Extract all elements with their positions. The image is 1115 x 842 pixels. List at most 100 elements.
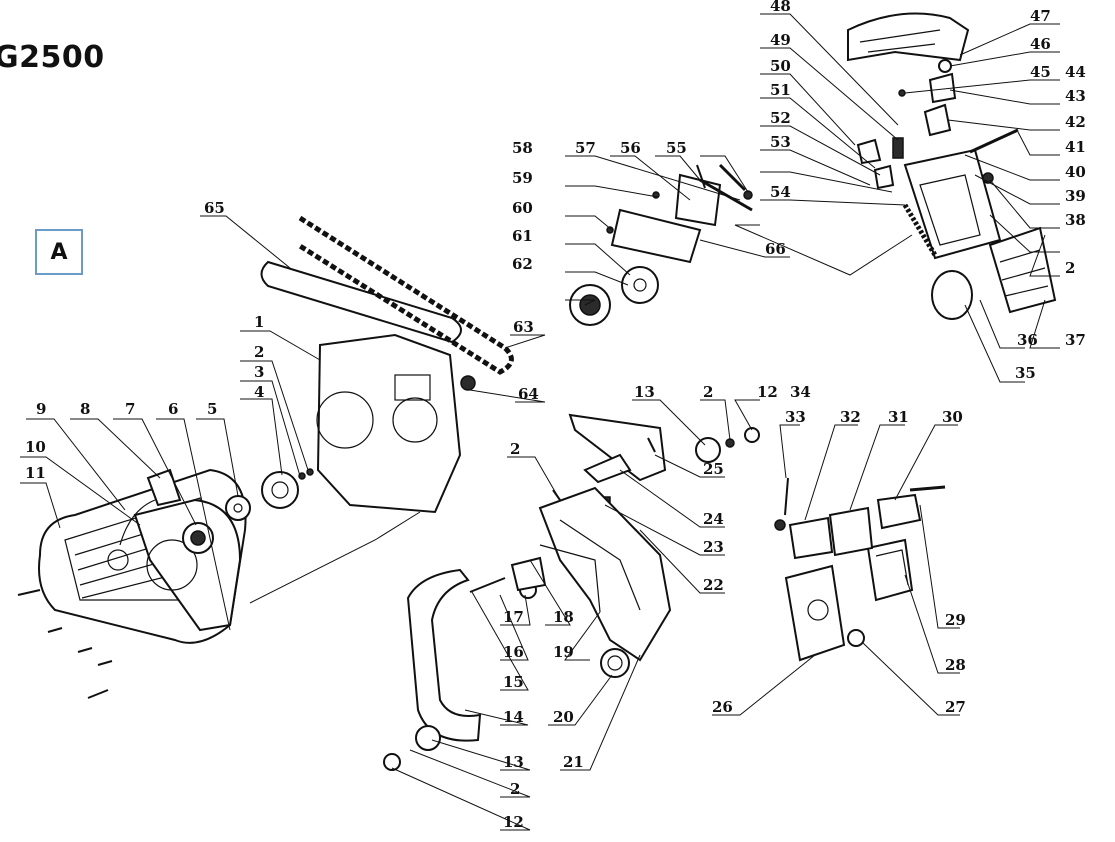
washer: [225, 495, 251, 521]
callout-2-middle-top: 2: [703, 383, 713, 401]
callout-63: 63: [513, 318, 534, 336]
callout-6: 6: [168, 400, 178, 418]
callout-22: 22: [703, 576, 724, 594]
callout-58: 58: [512, 139, 533, 157]
callout-54: 54: [770, 183, 791, 201]
part-drawings: [17, 12, 1057, 771]
callout-11: 11: [25, 464, 46, 482]
clutch-drum: [261, 471, 299, 509]
callout-29: 29: [945, 611, 966, 629]
carburetor: [828, 506, 874, 557]
callout-13: 13: [634, 383, 655, 401]
callout-64: 64: [518, 385, 539, 403]
callout-7: 7: [125, 400, 135, 418]
callout-19: 19: [553, 643, 574, 661]
callout-43: 43: [1065, 87, 1086, 105]
bar-cover: [568, 413, 667, 482]
callout-61: 61: [512, 227, 533, 245]
sprocket: [460, 375, 476, 391]
callout-60: 60: [512, 199, 533, 217]
callout-32: 32: [840, 408, 861, 426]
chain-brake-plate: [610, 208, 702, 264]
callout-57: 57: [575, 139, 596, 157]
callout-49: 49: [770, 31, 791, 49]
brake-cover: [674, 173, 722, 227]
callout-14: 14: [503, 708, 524, 726]
callout-59: 59: [512, 169, 533, 187]
main-housing: [316, 333, 462, 514]
leader-lines: [20, 13, 1060, 831]
callout-20: 20: [553, 708, 574, 726]
callout-40: 40: [1065, 163, 1086, 181]
callout-51: 51: [770, 81, 791, 99]
callout-25: 25: [703, 460, 724, 478]
callout-35: 35: [1015, 364, 1036, 382]
callout-46: 46: [1030, 35, 1051, 53]
filter-cover: [784, 564, 846, 662]
callout-17: 17: [503, 608, 524, 626]
callout-37: 37: [1065, 331, 1086, 349]
clamp-ring: [931, 270, 973, 320]
callout-26: 26: [712, 698, 733, 716]
rear-cover: [988, 226, 1057, 314]
callout-27: 27: [945, 698, 966, 716]
callout-38: 38: [1065, 211, 1086, 229]
callout-47: 47: [1030, 7, 1051, 25]
callout-9: 9: [36, 400, 46, 418]
callout-48: 48: [770, 0, 791, 15]
callout-24: 24: [703, 510, 724, 528]
callout-65: 65: [204, 199, 225, 217]
model-title: G2500: [0, 40, 105, 75]
callout-2-bottom: 2: [510, 780, 520, 798]
callout-1: 1: [254, 313, 264, 331]
callout-53: 53: [770, 133, 791, 151]
callout-41: 41: [1065, 138, 1086, 156]
callout-2: 2: [254, 343, 264, 361]
saw-chain: [298, 215, 514, 375]
top-handle: [847, 12, 970, 62]
callout-16: 16: [503, 643, 524, 661]
view-label-box: A: [35, 229, 83, 275]
callout-52: 52: [770, 109, 791, 127]
clutch: [621, 266, 659, 304]
callout-34: 34: [790, 383, 811, 401]
callout-3: 3: [254, 363, 264, 381]
callout-28: 28: [945, 656, 966, 674]
callout-55: 55: [666, 139, 687, 157]
callout-2-middle-left: 2: [510, 440, 520, 458]
callout-18: 18: [553, 608, 574, 626]
callout-21: 21: [563, 753, 584, 771]
callout-56: 56: [620, 139, 641, 157]
motor-housing: [903, 148, 1002, 260]
callout-8: 8: [80, 400, 90, 418]
callout-labels: 1 2 3 4 5 6 7 8 9 10 11 12 13 14 15 16 1…: [25, 0, 1086, 831]
callout-44: 44: [1065, 63, 1086, 81]
callout-62: 62: [512, 255, 533, 273]
callout-42: 42: [1065, 113, 1086, 131]
callout-31: 31: [888, 408, 909, 426]
callout-50: 50: [770, 57, 791, 75]
cover-screws: [17, 589, 113, 699]
carb-bracket: [876, 493, 922, 530]
callout-10: 10: [25, 438, 46, 456]
callout-30: 30: [942, 408, 963, 426]
callout-13-bottom: 13: [503, 753, 524, 771]
callout-15: 15: [503, 673, 524, 691]
callout-66: 66: [765, 240, 786, 258]
brake-lever: [583, 453, 632, 484]
air-filter: [600, 648, 630, 678]
callout-12: 12: [757, 383, 778, 401]
guide-bar: [260, 260, 462, 344]
rear-handle-body: [538, 486, 672, 662]
callout-4: 4: [254, 383, 264, 401]
callout-12-bottom: 12: [503, 813, 524, 831]
callout-2-upper-right: 2: [1065, 259, 1075, 277]
callout-39: 39: [1065, 187, 1086, 205]
front-handle: [406, 568, 482, 742]
callout-23: 23: [703, 538, 724, 556]
callout-33: 33: [785, 408, 806, 426]
callout-5: 5: [207, 400, 217, 418]
callout-45: 45: [1030, 63, 1051, 81]
